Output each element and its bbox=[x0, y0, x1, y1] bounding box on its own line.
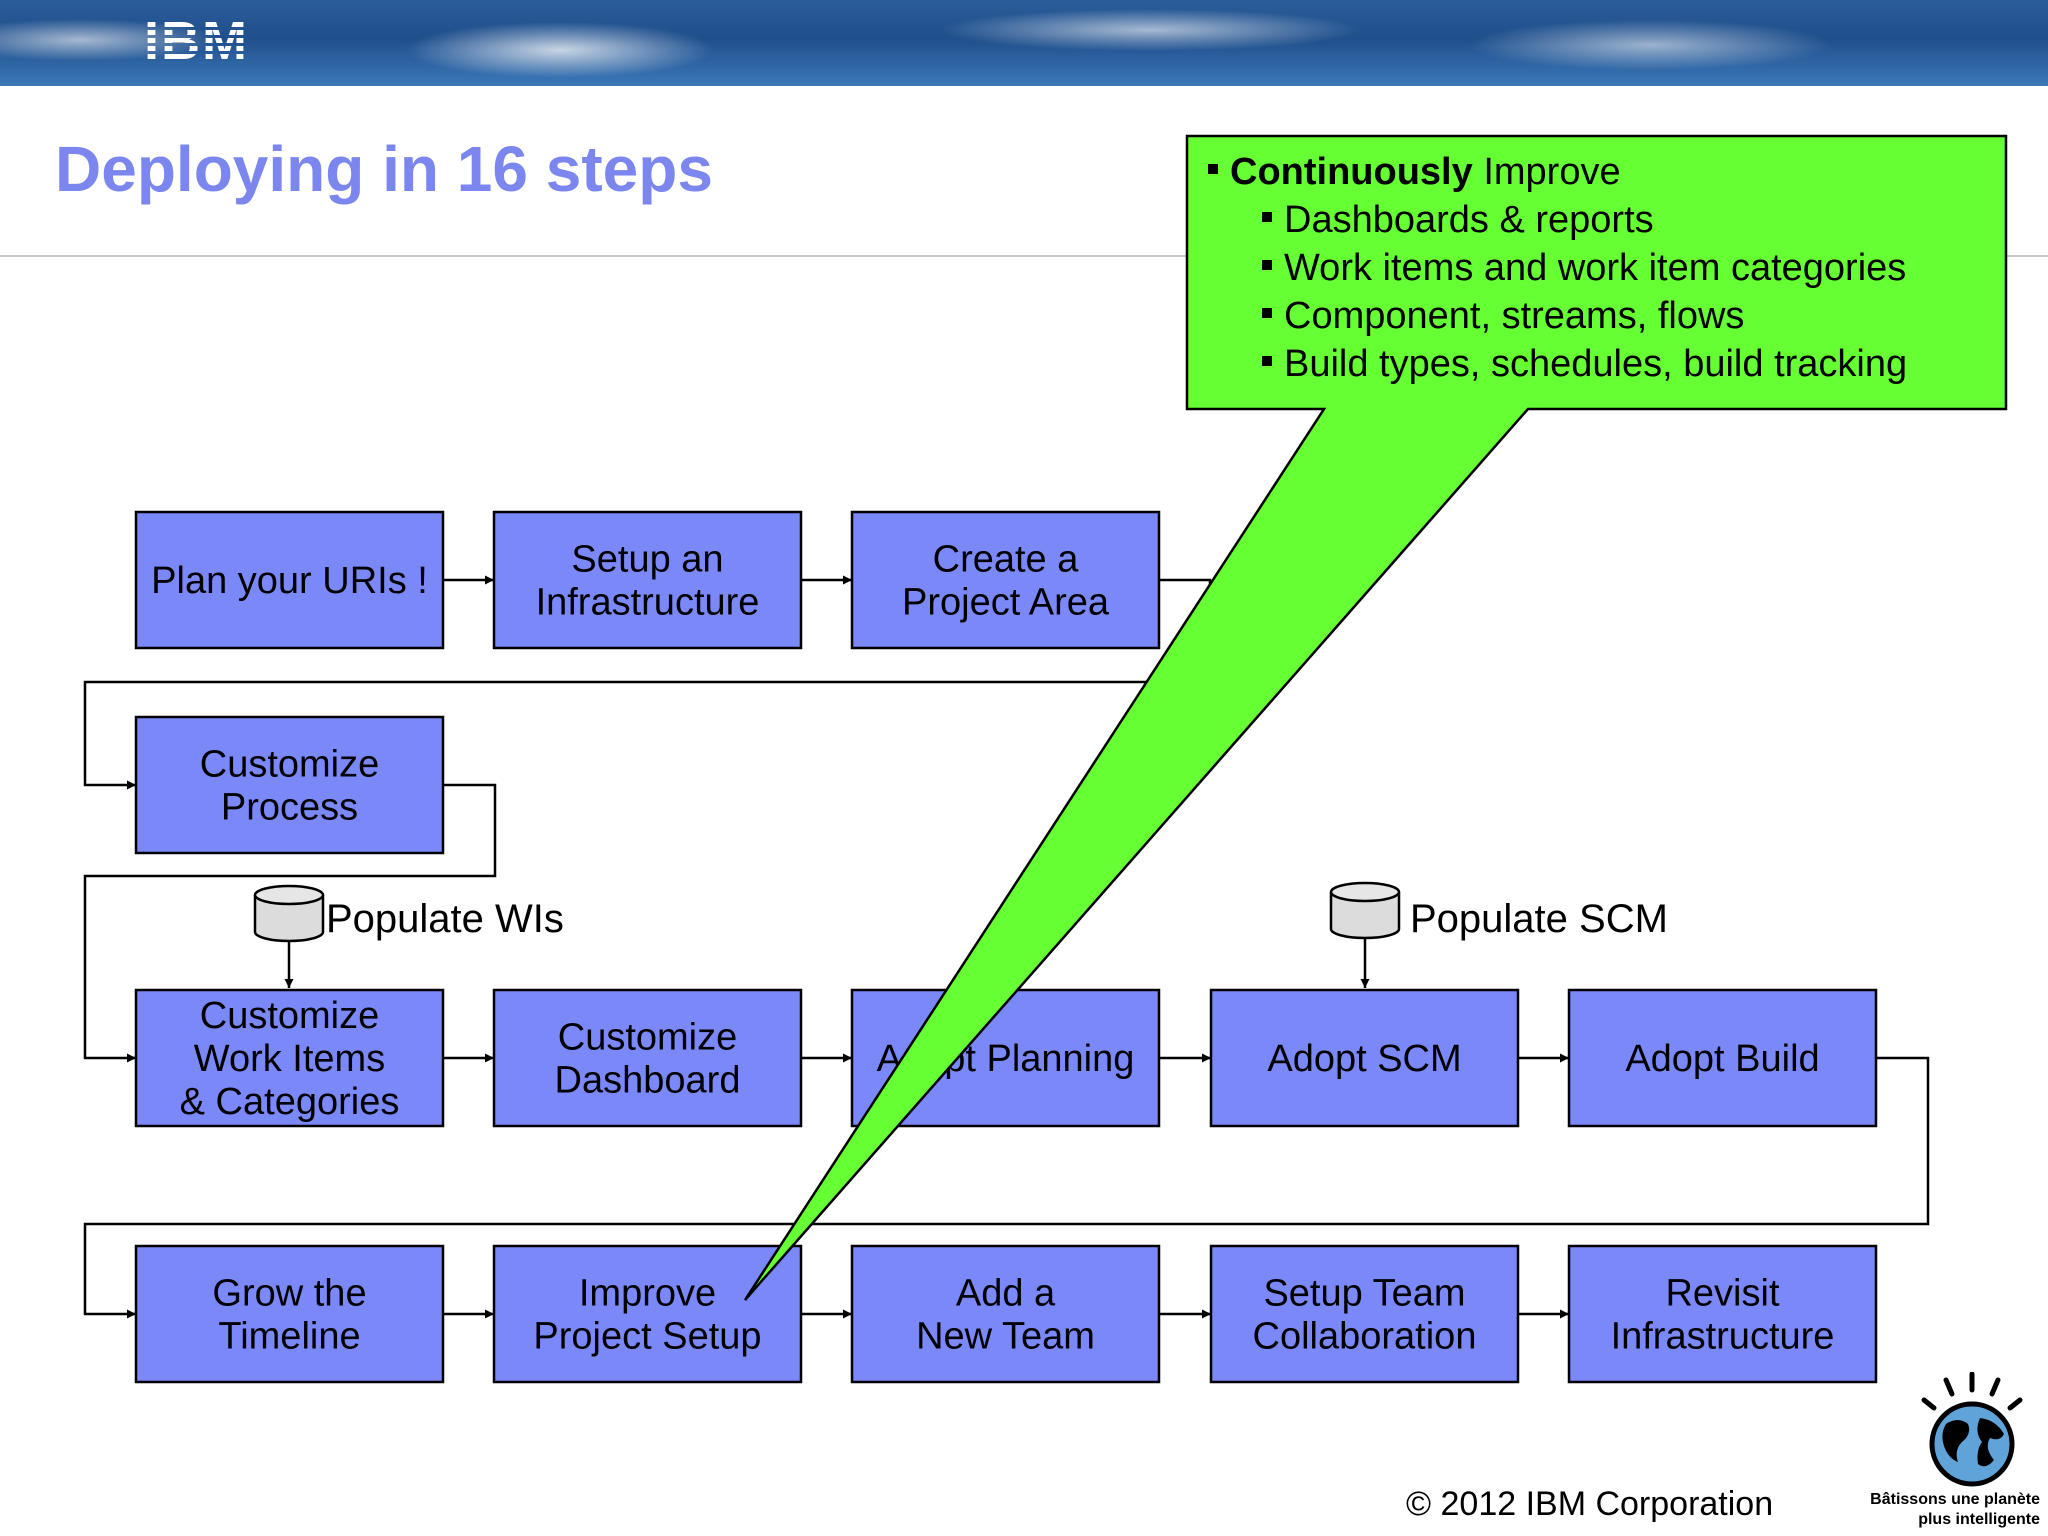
callout-item: Build types, schedules, build tracking bbox=[1208, 340, 1907, 388]
step-box bbox=[134, 988, 445, 1128]
step-label: & Categories bbox=[180, 1081, 400, 1123]
step-label: Grow the bbox=[212, 1273, 366, 1315]
bullet-icon bbox=[1262, 355, 1272, 366]
step-label: Infrastructure bbox=[536, 582, 760, 624]
bullet-icon bbox=[1262, 307, 1272, 318]
step-box bbox=[134, 1244, 445, 1384]
step-label: Adopt Build bbox=[1625, 1038, 1819, 1080]
step-label: Setup Team bbox=[1263, 1273, 1465, 1315]
callout-item: Work items and work item categories bbox=[1208, 244, 1907, 292]
step-box bbox=[850, 1244, 1161, 1384]
tagline: Bâtissons une planète plus intelligente bbox=[1852, 1490, 2040, 1530]
title-divider bbox=[0, 255, 2048, 257]
step-label: Customize bbox=[200, 995, 380, 1037]
step-label: Timeline bbox=[218, 1316, 360, 1358]
database-populate-scm: Populate SCM bbox=[1329, 881, 1668, 941]
step-label: Adopt SCM bbox=[1267, 1038, 1461, 1080]
step-label: Infrastructure bbox=[1611, 1316, 1835, 1358]
step-adopt-scm: Adopt SCM bbox=[1209, 988, 1520, 1128]
callout-list: Continuously Improve Dashboards & report… bbox=[1208, 148, 1907, 388]
connectors bbox=[83, 575, 1930, 1319]
database-top bbox=[1329, 881, 1401, 903]
step-label: Customize bbox=[558, 1017, 738, 1059]
database-label: Populate WIs bbox=[326, 897, 564, 941]
step-label: Revisit bbox=[1665, 1273, 1779, 1315]
step-box bbox=[492, 988, 803, 1128]
step-label: Project Setup bbox=[533, 1316, 761, 1358]
step-box bbox=[134, 715, 445, 855]
connector bbox=[83, 1056, 1930, 1319]
database-populate-wis: Populate WIs bbox=[253, 884, 564, 943]
step-label: Dashboard bbox=[555, 1060, 741, 1102]
callout-bubble bbox=[743, 134, 2008, 1301]
database-top bbox=[253, 884, 325, 906]
step-box bbox=[492, 1244, 803, 1384]
step-label: Work Items bbox=[194, 1038, 385, 1080]
step-label: Project Area bbox=[902, 582, 1110, 624]
database-icon bbox=[253, 895, 325, 943]
step-label: Add a bbox=[956, 1273, 1056, 1315]
bullet-icon bbox=[1208, 163, 1218, 174]
database-icon bbox=[1329, 892, 1401, 940]
step-plan-uris: Plan your URIs ! bbox=[134, 510, 445, 650]
step-box bbox=[1567, 1244, 1878, 1384]
step-adopt-build: Adopt Build bbox=[1567, 988, 1878, 1128]
tagline-line: Bâtissons une planète bbox=[1870, 1491, 2040, 1508]
step-box bbox=[492, 510, 803, 650]
step-label: Collaboration bbox=[1253, 1316, 1477, 1358]
step-box bbox=[134, 510, 445, 650]
step-boxes: Plan your URIs !Setup anInfrastructureCr… bbox=[134, 510, 1878, 1384]
connector bbox=[83, 578, 1212, 790]
slide-title: Deploying in 16 steps bbox=[55, 133, 713, 205]
step-label: Plan your URIs ! bbox=[151, 560, 428, 602]
globe-icon bbox=[1921, 1372, 2023, 1487]
step-box bbox=[1209, 1244, 1520, 1384]
bullet-icon bbox=[1262, 211, 1272, 222]
callout-item: Dashboards & reports bbox=[1208, 196, 1907, 244]
step-box bbox=[1209, 988, 1520, 1128]
header-banner: IBM bbox=[0, 0, 2048, 86]
step-label: Create a bbox=[933, 539, 1080, 581]
connector bbox=[83, 783, 497, 1063]
ibm-logo: IBM bbox=[144, 11, 249, 71]
step-label: New Team bbox=[916, 1316, 1095, 1358]
step-box bbox=[850, 510, 1161, 650]
bullet-icon bbox=[1262, 259, 1272, 270]
step-label: Setup an bbox=[571, 539, 723, 581]
step-box bbox=[1567, 988, 1878, 1128]
step-label: Process bbox=[221, 787, 358, 829]
step-label: Customize bbox=[200, 744, 380, 786]
callout-heading: Continuously Improve bbox=[1208, 148, 1907, 196]
copyright: © 2012 IBM Corporation bbox=[1406, 1485, 1774, 1523]
tagline-line: plus intelligente bbox=[1918, 1511, 2040, 1528]
callout-item: Component, streams, flows bbox=[1208, 292, 1907, 340]
database-label: Populate SCM bbox=[1410, 897, 1668, 941]
step-label: Improve bbox=[579, 1273, 716, 1315]
